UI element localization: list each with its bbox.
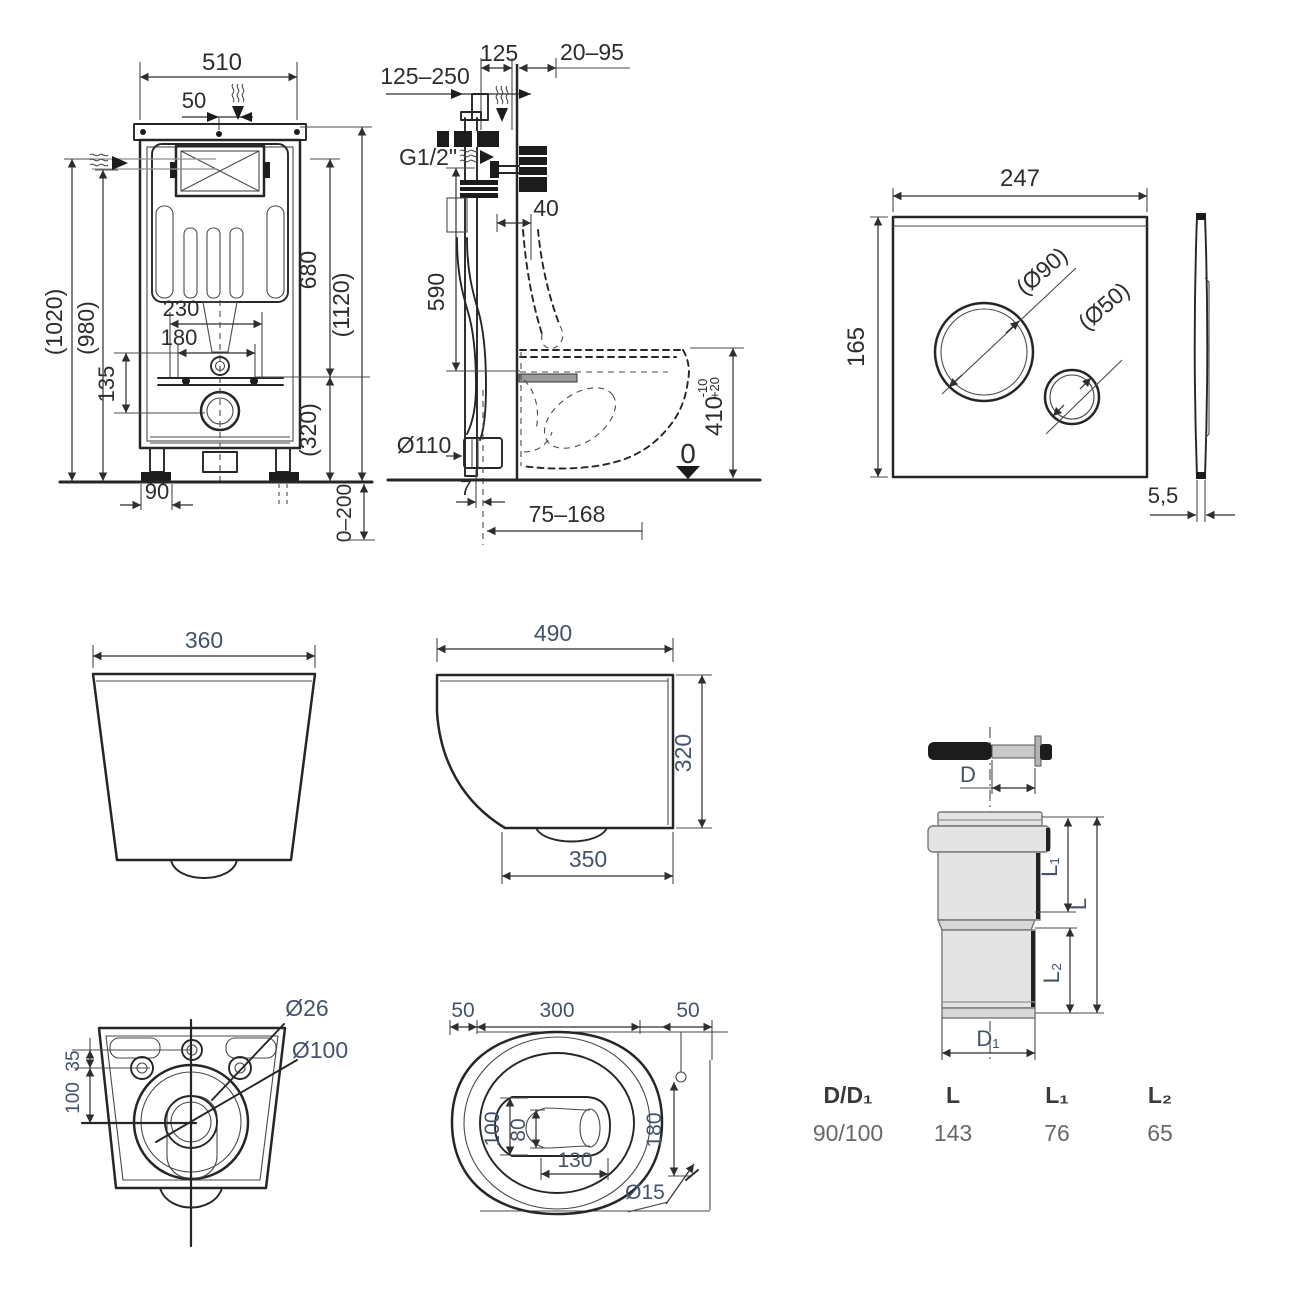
dim-40-label: 40	[533, 195, 559, 221]
dim-350-label: 350	[569, 846, 607, 872]
dim-1120-label: (1120)	[328, 273, 354, 338]
waste-connector-view: D L₁ L L₂ D₁	[927, 727, 1104, 1062]
dim-80-label: 80	[507, 1118, 530, 1141]
dim-l-label: L	[1066, 898, 1091, 910]
bowl-rear-outline	[97, 1026, 287, 1190]
dim-410-tol-minus: -10	[695, 379, 710, 398]
dim-100r-label: 100	[63, 1082, 84, 1114]
dim-490-label: 490	[534, 620, 572, 646]
bowl-side-outline	[435, 673, 675, 830]
dim-165-label: 165	[843, 327, 870, 367]
dim-180-label: 180	[161, 325, 198, 350]
table-value-l1: 76	[1044, 1120, 1070, 1146]
water-connection-label: G1/2"	[399, 144, 457, 170]
dim-l1-label: L₁	[1037, 857, 1062, 877]
datum-0-label: 0	[680, 438, 696, 469]
dim-360-label: 360	[185, 627, 223, 653]
dim-300-label: 300	[539, 999, 574, 1022]
dim-35-label: 35	[63, 1050, 84, 1071]
dim-o15-label: Ø15	[625, 1181, 665, 1204]
dim-7-label: 7	[460, 477, 472, 500]
water-inlet-icon	[89, 153, 128, 170]
dim-135-label: 135	[94, 366, 119, 403]
dim-75-168-label: 75–168	[529, 501, 606, 527]
dim-o26-label: Ø26	[285, 995, 328, 1021]
dim-247-label: 247	[1000, 165, 1040, 192]
dim-410-label: 410	[701, 396, 728, 436]
bowl-opening	[494, 1096, 611, 1157]
dim-l2-label: L₂	[1039, 963, 1064, 984]
dim-5-5-label: 5,5	[1148, 483, 1179, 508]
dim-0-200-label: 0–200	[333, 484, 356, 542]
spec-table: D/D₁ L L₁ L₂ 90/100 143 76 65	[813, 1082, 1173, 1146]
water-inlet-icon-2	[459, 149, 494, 164]
bowl-front-view: 360	[91, 627, 317, 879]
dim-510-label: 510	[202, 49, 242, 76]
water-flow-down-icon	[231, 83, 245, 120]
frame-front-view: 510 50	[41, 49, 375, 542]
small-flush-button	[1043, 368, 1101, 426]
dim-50-label: 50	[182, 88, 206, 113]
big-flush-button	[933, 301, 1035, 403]
dim-590-label: 590	[423, 273, 449, 311]
bowl-rear-view: Ø26 Ø100 35 100	[63, 995, 348, 1248]
dim-130-label: 130	[557, 1149, 592, 1172]
dim-o90-label: (Ø90)	[1011, 242, 1072, 300]
dim-20-95-label: 20–95	[560, 39, 624, 65]
dim-410-tol-plus: +20	[707, 377, 722, 399]
dim-50l-label: 50	[451, 999, 474, 1022]
table-value-l: 143	[934, 1120, 972, 1146]
frame-side-view: 125 20–95 125–250 G1/2"	[380, 39, 762, 545]
dim-320-label: (320)	[295, 403, 321, 457]
dim-980-label: (980)	[73, 301, 99, 355]
dim-230-label: 230	[163, 296, 200, 321]
dim-50r-label: 50	[676, 999, 699, 1022]
table-value-l2: 65	[1147, 1120, 1173, 1146]
connector-body	[927, 811, 1051, 1019]
table-header-l2: L₂	[1148, 1082, 1172, 1108]
bowl-side-view: 490 320 350	[435, 620, 712, 884]
dim-d-label: D	[960, 762, 976, 787]
flush-plate-view: 247 165 (Ø90) (Ø50) 5,5	[843, 165, 1235, 522]
dim-d110-label: Ø110	[397, 432, 452, 458]
table-value-dd1: 90/100	[813, 1120, 883, 1146]
table-header-l: L	[946, 1082, 960, 1108]
bolt-hole-right	[228, 1056, 252, 1080]
datum-triangle-icon	[676, 466, 700, 479]
dim-d1-label: D₁	[976, 1026, 999, 1051]
dim-o50-label: (Ø50)	[1073, 277, 1134, 335]
bowl-top-view: 50 300 50 100 80 130 180 Ø15	[449, 999, 728, 1216]
bowl-front-outline	[91, 672, 317, 862]
dim-1020-label: (1020)	[41, 289, 67, 355]
dim-680-label: 680	[295, 251, 321, 289]
dim-180t-label: 180	[643, 1112, 666, 1147]
table-header-dd1: D/D₁	[823, 1082, 872, 1108]
water-flow-down-icon-2	[495, 85, 509, 122]
dim-125-label: 125	[480, 40, 518, 66]
dim-320b-label: 320	[670, 734, 696, 772]
dim-o100-label: Ø100	[292, 1037, 348, 1063]
pan-dashed-outline	[519, 229, 690, 470]
connector-pipe-black	[928, 742, 992, 760]
table-header-l1: L₁	[1045, 1082, 1069, 1108]
dim-90-label: 90	[145, 479, 169, 504]
bowl-top-outline	[450, 1030, 664, 1216]
dim-125-250-label: 125–250	[380, 63, 470, 89]
dim-100t-label: 100	[481, 1111, 504, 1146]
flush-plate-face	[891, 215, 1149, 479]
